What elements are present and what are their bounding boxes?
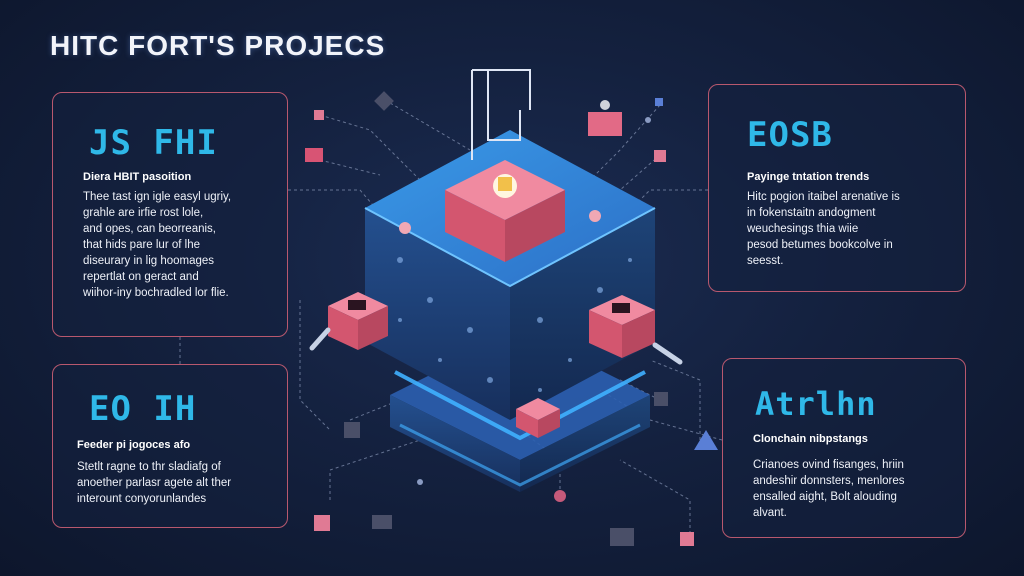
panel-top-right: EOSB Payinge tntation trends Hitc pogion…	[708, 84, 966, 292]
side-block-left	[328, 292, 388, 350]
cable-connectors	[309, 327, 683, 365]
panel-line: interount conyorunlandes	[77, 493, 207, 505]
panel-body: Stetlt ragne to thr sladiafg of anoether…	[77, 459, 231, 507]
panel-line: Hitc pogion itaibel arenative is	[747, 191, 900, 203]
panel-line: weuchesings thia wiie	[747, 223, 859, 235]
panel-subheading: Payinge tntation trends	[747, 171, 870, 183]
panel-line: pesod betumes bookcolve in	[747, 239, 893, 251]
panel-heading: EO IH	[89, 389, 197, 429]
panel-bottom-left: EO IH Feeder pi jogoces afo Stetlt ragne…	[52, 364, 288, 528]
panel-line: repertlat on geract and	[83, 271, 199, 283]
panel-subheading: Diera HBIT pasoition	[83, 171, 192, 183]
panel-subheading: Feeder pi jogoces afo	[77, 439, 191, 451]
side-block-right	[589, 295, 655, 358]
panel-line: ensalled aight, Bolt alouding	[753, 491, 897, 503]
panel-line: alvant.	[753, 507, 787, 519]
panel-bottom-right: Atrlhn Clonchain nibpstangs Crianoes ovi…	[722, 358, 966, 538]
page-title: HITC FORT'S PROJECS	[50, 30, 386, 61]
panel-line: and opes, can beorreanis,	[83, 223, 216, 235]
panel-heading: EOSB	[747, 115, 833, 155]
panel-body: Thee tast ign igle easyl ugriy, grahle a…	[83, 189, 231, 301]
panel-line: that hids pare lur of lhe	[83, 239, 200, 251]
panel-line: grahle are irfie rost lole,	[83, 207, 204, 219]
panel-line: diseurary in lig hoomages	[83, 255, 215, 267]
side-block-front	[516, 398, 560, 438]
panel-line: andeshir donnsters, menlores	[753, 475, 905, 487]
panel-line: anoether parlasr agete alt ther	[77, 477, 232, 489]
panel-line: seesst.	[747, 255, 784, 267]
top-block	[445, 160, 565, 262]
panel-heading: JS FHI	[89, 123, 218, 163]
panel-line: in fokenstaitn andogment	[747, 207, 876, 219]
pipe	[471, 69, 531, 160]
panel-subheading: Clonchain nibpstangs	[753, 433, 868, 445]
panel-line: wiihor-iny bochradled lor flie.	[83, 287, 229, 299]
panel-line: Thee tast ign igle easyl ugriy,	[83, 191, 232, 203]
panel-top-left: JS FHI Diera HBIT pasoition Thee tast ig…	[52, 92, 288, 337]
panel-line: Crianoes ovind fisanges, hriin	[753, 459, 904, 471]
floating-nodes	[305, 91, 718, 546]
panel-heading: Atrlhn	[755, 385, 877, 423]
panel-body: Crianoes ovind fisanges, hriin andeshir …	[753, 457, 905, 521]
panel-body: Hitc pogion itaibel arenative is in foke…	[747, 189, 900, 269]
panel-line: Stetlt ragne to thr sladiafg of	[77, 461, 221, 473]
